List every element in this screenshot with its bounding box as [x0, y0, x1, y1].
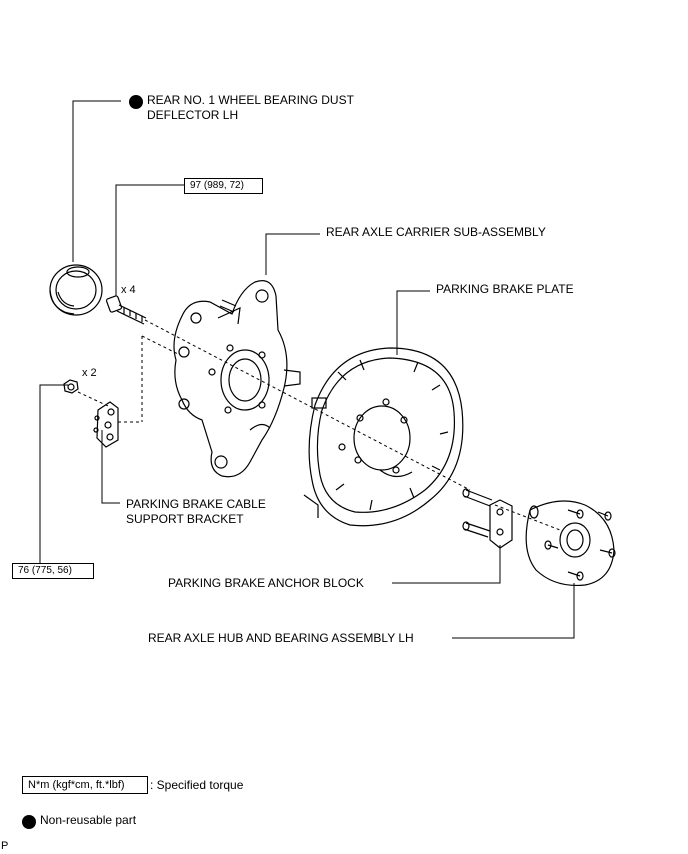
- label-dust-deflector-line2: DEFLECTOR LH: [147, 108, 239, 122]
- legend-nonreusable-text: Non-reusable part: [40, 813, 137, 827]
- leader-hub-bearing: [452, 583, 575, 639]
- leader-cable-bracket: [101, 430, 120, 504]
- label-dust-deflector-line1: REAR NO. 1 WHEEL BEARING DUST: [147, 93, 354, 107]
- label-cable-bracket-line2: SUPPORT BRACKET: [126, 512, 244, 526]
- bracket-nut-drawing: [63, 379, 79, 394]
- label-dust-deflector: REAR NO. 1 WHEEL BEARING DUST DEFLECTOR …: [147, 93, 354, 123]
- label-anchor-block: PARKING BRAKE ANCHOR BLOCK: [168, 576, 364, 590]
- carrier-bolt-drawing: [105, 295, 147, 325]
- label-cable-bracket: PARKING BRAKE CABLE SUPPORT BRACKET: [126, 497, 266, 527]
- axle-carrier-drawing: [173, 280, 301, 478]
- legend-torque-box: N*m (kgf*cm, ft.*lbf): [22, 776, 148, 794]
- label-axle-carrier: REAR AXLE CARRIER SUB-ASSEMBLY: [326, 225, 546, 239]
- leader-carrier-bolt: [115, 184, 184, 296]
- nonreusable-marker: [129, 95, 143, 109]
- torque-box-bracket-nut: 76 (775, 56): [12, 563, 94, 579]
- anchor-block-drawing: [462, 488, 513, 549]
- leader-dust-deflector: [72, 100, 121, 262]
- dust-deflector-drawing: [49, 264, 103, 316]
- alignment-lines: [77, 319, 561, 531]
- label-brake-plate: PARKING BRAKE PLATE: [436, 282, 574, 296]
- label-cable-bracket-line1: PARKING BRAKE CABLE: [126, 497, 266, 511]
- torque-box-carrier-bolt: 97 (989, 72): [184, 178, 263, 194]
- corner-mark: P: [1, 840, 9, 852]
- hub-bearing-drawing: [525, 500, 616, 587]
- leader-brake-plate: [396, 290, 430, 355]
- brake-plate-drawing: [303, 347, 464, 527]
- qty-bracket-nuts: x 2: [82, 367, 97, 379]
- leader-bracket-nut: [39, 384, 68, 563]
- legend-torque-text: : Specified torque: [150, 778, 244, 792]
- label-hub-bearing: REAR AXLE HUB AND BEARING ASSEMBLY LH: [148, 631, 414, 645]
- leader-anchor-block: [392, 545, 501, 584]
- legend-nonreusable-marker: [22, 815, 36, 829]
- qty-carrier-bolts: x 4: [121, 284, 136, 296]
- cable-bracket-drawing: [93, 401, 119, 448]
- leader-axle-carrier: [265, 233, 320, 275]
